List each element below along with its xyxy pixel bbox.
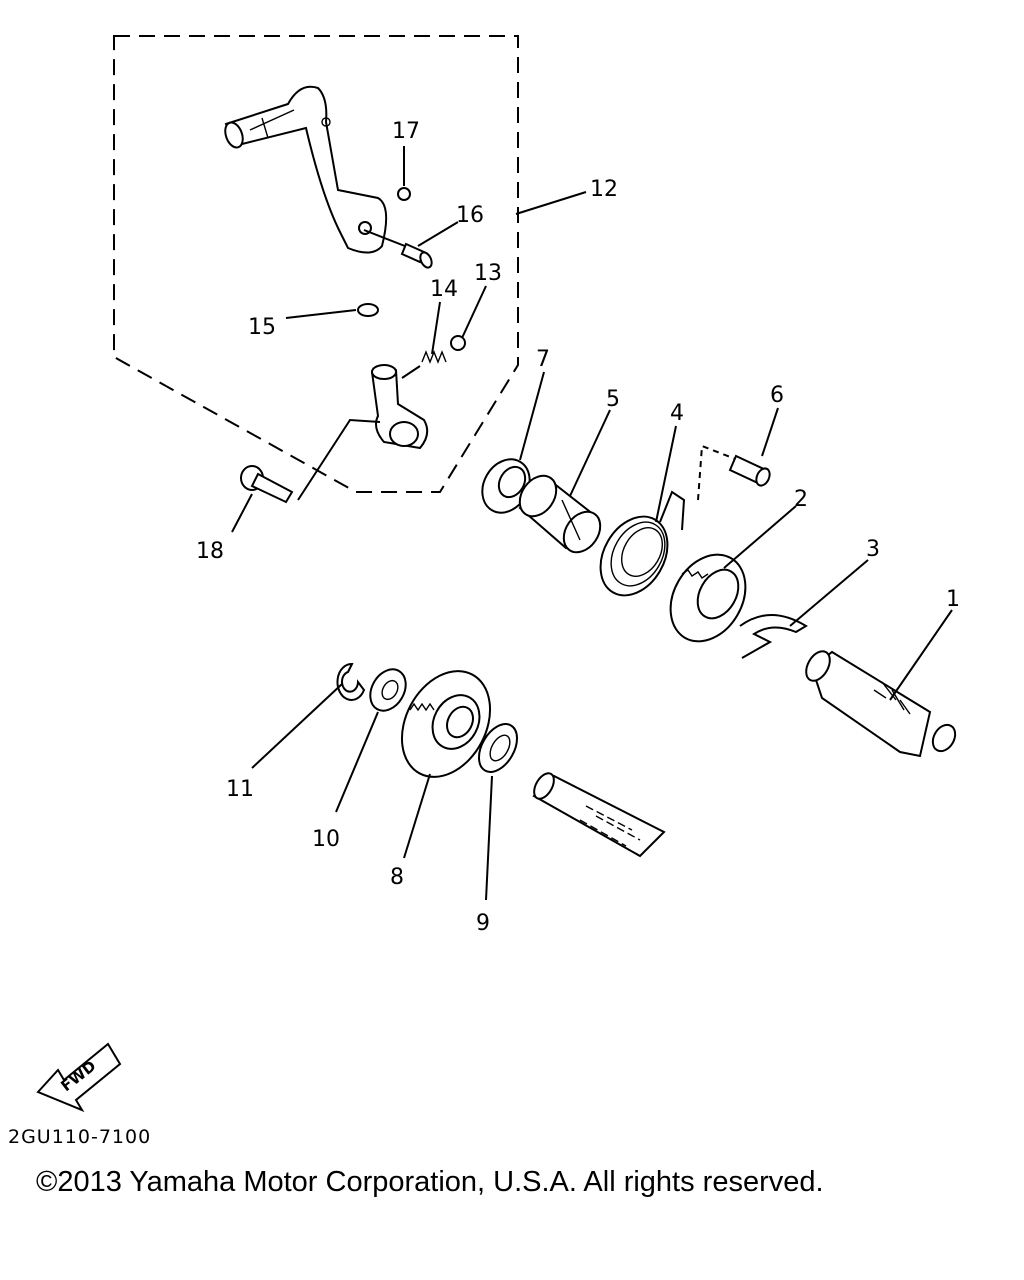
callout-10: 10 <box>312 827 340 852</box>
callout-14: 14 <box>430 277 458 302</box>
bolt-18 <box>240 465 294 504</box>
main-axle-reference <box>532 772 666 858</box>
ball-17 <box>397 187 411 201</box>
callout-2: 2 <box>794 487 808 512</box>
callout-16: 16 <box>456 203 484 228</box>
kick-idle-gear-8 <box>400 670 492 778</box>
callout-6: 6 <box>770 383 784 408</box>
circlip-11 <box>336 662 366 701</box>
torsion-spring-4 <box>599 490 686 597</box>
ratchet-wheel-2 <box>669 553 747 643</box>
callout-1: 1 <box>946 587 960 612</box>
callout-4: 4 <box>670 401 684 426</box>
callout-15: 15 <box>248 315 276 340</box>
callout-11: 11 <box>226 777 254 802</box>
copyright-notice: ©2013 Yamaha Motor Corporation, U.S.A. A… <box>36 1166 824 1198</box>
spring-14 <box>421 350 447 364</box>
fwd-arrow-icon: FWD <box>36 1042 122 1113</box>
callout-9: 9 <box>476 911 490 936</box>
bolt-16 <box>363 229 433 269</box>
kick-crank-lever <box>224 85 388 254</box>
callout-18: 18 <box>196 539 224 564</box>
washer-10 <box>369 668 407 712</box>
kick-axle-1 <box>805 650 957 758</box>
leader-spring-to-pin <box>697 444 739 501</box>
diagram-code: 2GU110-7100 <box>8 1126 152 1148</box>
kick-boss <box>370 364 429 450</box>
collar-5 <box>518 474 602 554</box>
leader-boss-to-bolt <box>297 418 381 501</box>
callout-5: 5 <box>606 387 620 412</box>
pin-6 <box>728 454 771 487</box>
bearing-7 <box>481 458 531 514</box>
clip-3 <box>739 614 808 659</box>
ball-13 <box>450 335 466 351</box>
callout-17: 17 <box>392 119 420 144</box>
callout-12: 12 <box>590 177 618 202</box>
washer-9 <box>478 723 518 773</box>
leader-lines <box>231 146 953 901</box>
kick-lever-assembly-boundary <box>113 35 519 493</box>
callout-3: 3 <box>866 537 880 562</box>
callout-7: 7 <box>536 347 550 372</box>
circlip-15 <box>357 303 379 317</box>
callout-13: 13 <box>474 261 502 286</box>
callout-8: 8 <box>390 865 404 890</box>
callout-numbers: 1 2 3 4 5 6 7 8 9 10 11 12 13 14 15 16 1… <box>196 119 960 936</box>
